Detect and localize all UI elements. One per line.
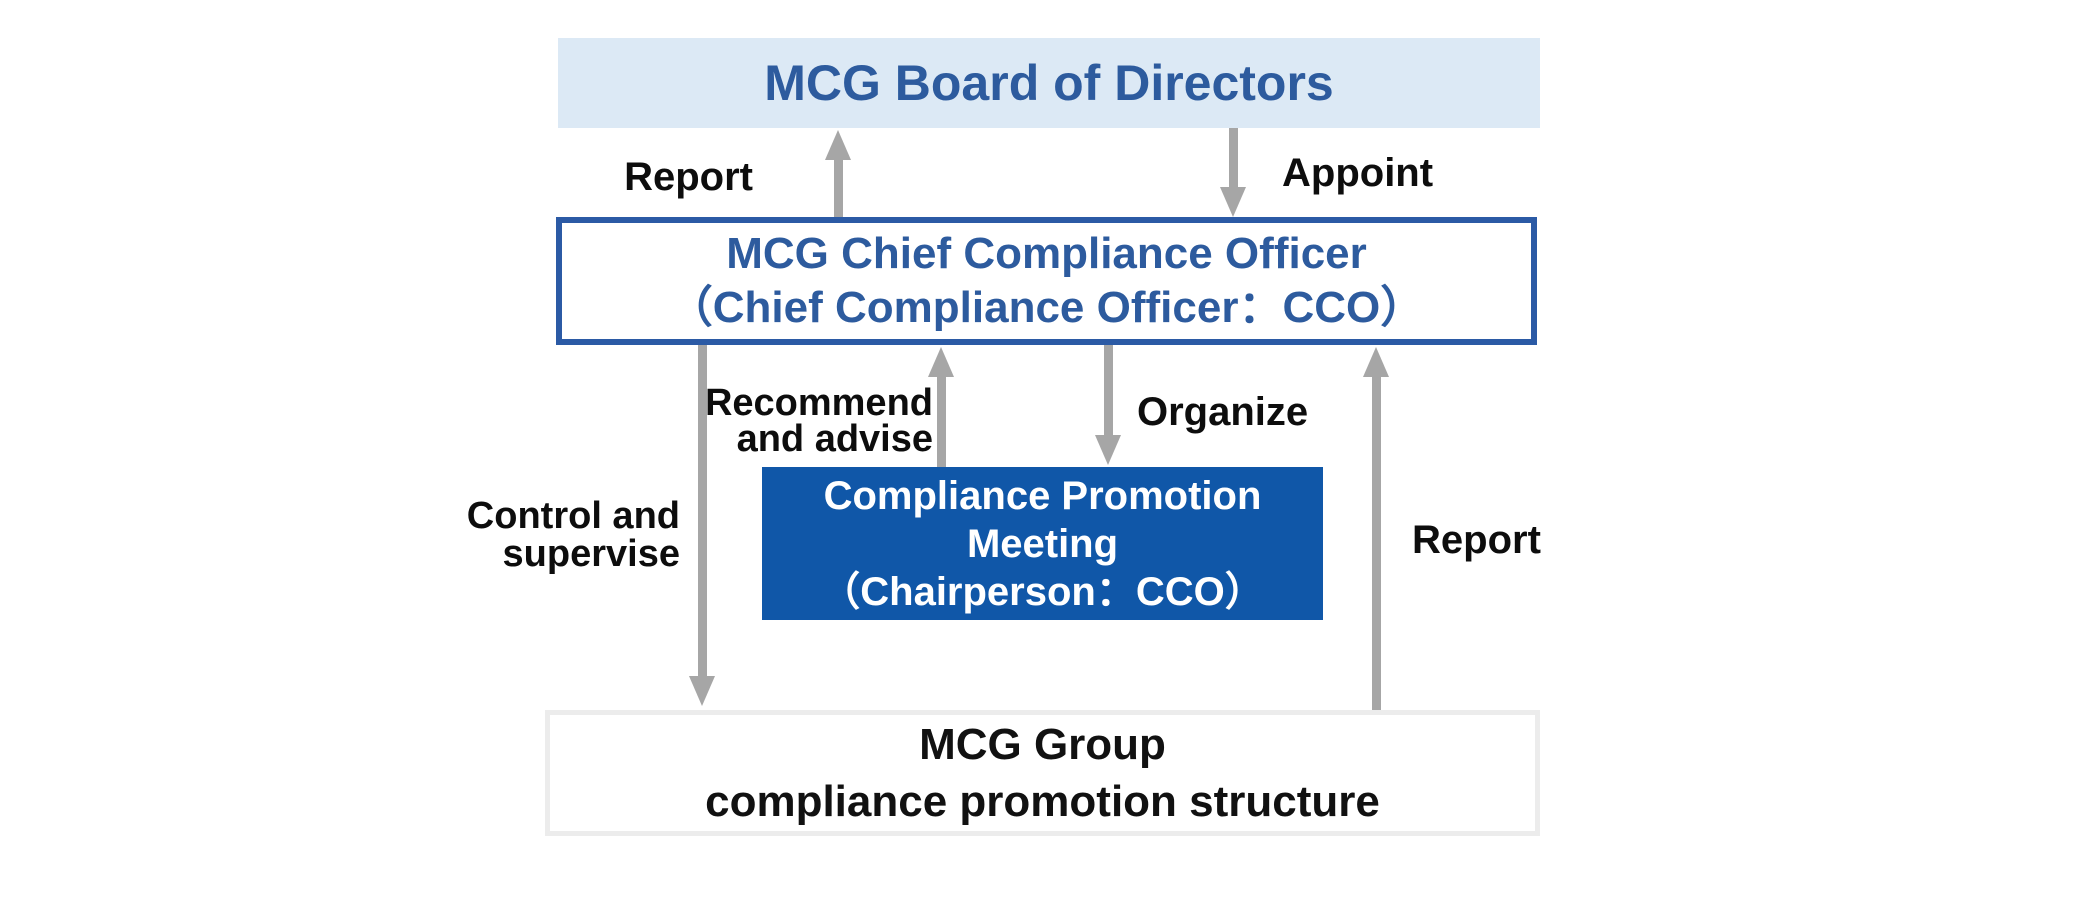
arrow-stem [937, 375, 946, 468]
arrow-stem [834, 158, 843, 218]
report-right-label: Report [1412, 518, 1541, 562]
arrow-stem [698, 345, 707, 678]
board-of-directors-label: MCG Board of Directors [764, 55, 1334, 111]
arrow-stem [1104, 345, 1113, 437]
group-label-line2: compliance promotion structure [705, 777, 1380, 826]
cco-label-line1: MCG Chief Compliance Officer [726, 229, 1367, 278]
appoint-label: Appoint [1282, 151, 1434, 195]
report-top-label: Report [624, 155, 753, 199]
arrowhead-down-icon [689, 676, 715, 706]
group-label-line1: MCG Group [919, 720, 1166, 769]
recommend-advise-label-line1: Recommend [704, 382, 933, 424]
arrow-stem [1372, 375, 1381, 710]
arrowhead-up-icon [825, 130, 851, 160]
arrowhead-up-icon [928, 347, 954, 377]
arrowhead-up-icon [1363, 347, 1389, 377]
cco-label-line2: （Chief Compliance Officer：CCO） [668, 283, 1425, 332]
recommend-advise-label: Recommend and advise [633, 382, 933, 460]
arrowhead-down-icon [1220, 187, 1246, 217]
control-supervise-label-line1: Control and [466, 495, 680, 537]
organize-label: Organize [1137, 390, 1309, 434]
board-of-directors-box: MCG Board of Directors [558, 38, 1540, 128]
compliance-promotion-meeting-box: Compliance Promotion Meeting （Chairperso… [762, 467, 1323, 620]
arrowhead-down-icon [1095, 435, 1121, 465]
control-supervise-label: Control and supervise [380, 497, 680, 573]
meeting-label-line1: Compliance Promotion [823, 473, 1262, 518]
meeting-label-line2: Meeting [966, 521, 1119, 566]
control-supervise-label-line2: supervise [502, 533, 680, 575]
recommend-advise-label-line2: and advise [736, 418, 933, 460]
meeting-label-line3: （Chairperson：CCO） [820, 569, 1265, 614]
arrow-stem [1229, 128, 1238, 189]
group-compliance-structure-box: MCG Group compliance promotion structure [545, 710, 1540, 836]
chief-compliance-officer-box: MCG Chief Compliance Officer （Chief Comp… [556, 217, 1537, 345]
